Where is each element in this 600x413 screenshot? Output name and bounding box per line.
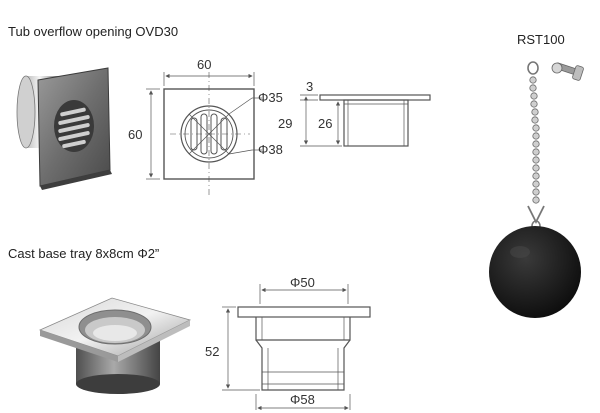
dim-ovd30-total-depth: 29 <box>278 116 292 131</box>
dim-ovd30-width: 60 <box>197 57 211 72</box>
base-tray-icon <box>38 297 192 394</box>
dim-ovd30-outer-diameter: Φ38 <box>258 142 283 157</box>
dim-ovd30-height: 60 <box>128 127 142 142</box>
caption-cast-base-tray: Cast base tray 8x8cm Φ2” <box>8 246 160 261</box>
ovd30-front-view <box>146 72 262 196</box>
chain-plug-icon <box>489 61 584 318</box>
dim-ovd30-inner-diameter: Φ35 <box>258 90 283 105</box>
ovd30-side-view <box>300 94 431 147</box>
caption-chain-plug: RST100 <box>517 32 565 47</box>
dim-tray-height: 52 <box>205 344 219 359</box>
dim-ovd30-body-depth: 26 <box>318 116 332 131</box>
dim-tray-bottom-diameter: Φ58 <box>290 392 315 407</box>
caption-tub-overflow: Tub overflow opening OVD30 <box>8 24 179 39</box>
dim-tray-top-diameter: Φ50 <box>290 275 315 290</box>
base-tray-side-view <box>222 284 371 411</box>
dim-ovd30-flange: 3 <box>306 79 313 94</box>
overflow-cover-icon <box>16 67 112 190</box>
